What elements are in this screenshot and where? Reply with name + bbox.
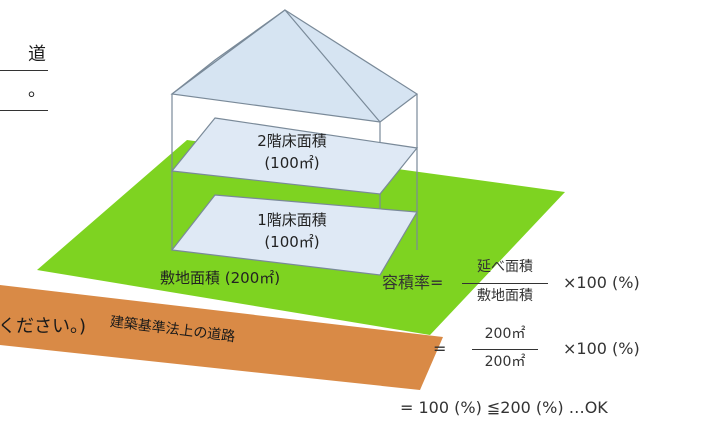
formula-line1-numerator: 延べ面積 xyxy=(477,259,533,275)
formula-line2-lhs: = xyxy=(433,339,447,358)
second-floor-slab xyxy=(170,117,419,195)
formula-line2-fraction-bar xyxy=(472,349,538,350)
roof xyxy=(170,9,419,123)
formula-line1-multiplier: ×100 (%) xyxy=(563,273,640,292)
second-floor-area: (100㎡) xyxy=(264,154,320,172)
formula-line1-denominator: 敷地面積 xyxy=(477,288,533,304)
formula-line2-numerator: 200㎡ xyxy=(484,326,526,342)
formula-line2-multiplier: ×100 (%) xyxy=(563,339,640,358)
second-floor-label: 2階床面積 xyxy=(257,132,327,150)
site-area-label: 敷地面積 (200㎡) xyxy=(160,269,281,287)
formula-line2-denominator: 200㎡ xyxy=(484,354,526,370)
top-fragment-punct: 。 xyxy=(28,80,46,101)
overflow-text: ください。) xyxy=(0,316,87,337)
first-floor-label: 1階床面積 xyxy=(257,211,327,229)
road-strip xyxy=(0,285,443,390)
first-floor-slab xyxy=(170,194,419,276)
formula-result: = 100 (%) ≦200 (%) …OK xyxy=(400,398,608,417)
first-floor-area: (100㎡) xyxy=(264,233,320,251)
top-underline-1 xyxy=(0,70,48,71)
top-fragment-char: 道 xyxy=(28,44,46,65)
formula-line1-fraction-bar xyxy=(462,283,548,284)
formula-line1-lhs: 容積率= xyxy=(382,273,444,292)
top-underline-2 xyxy=(0,110,48,111)
